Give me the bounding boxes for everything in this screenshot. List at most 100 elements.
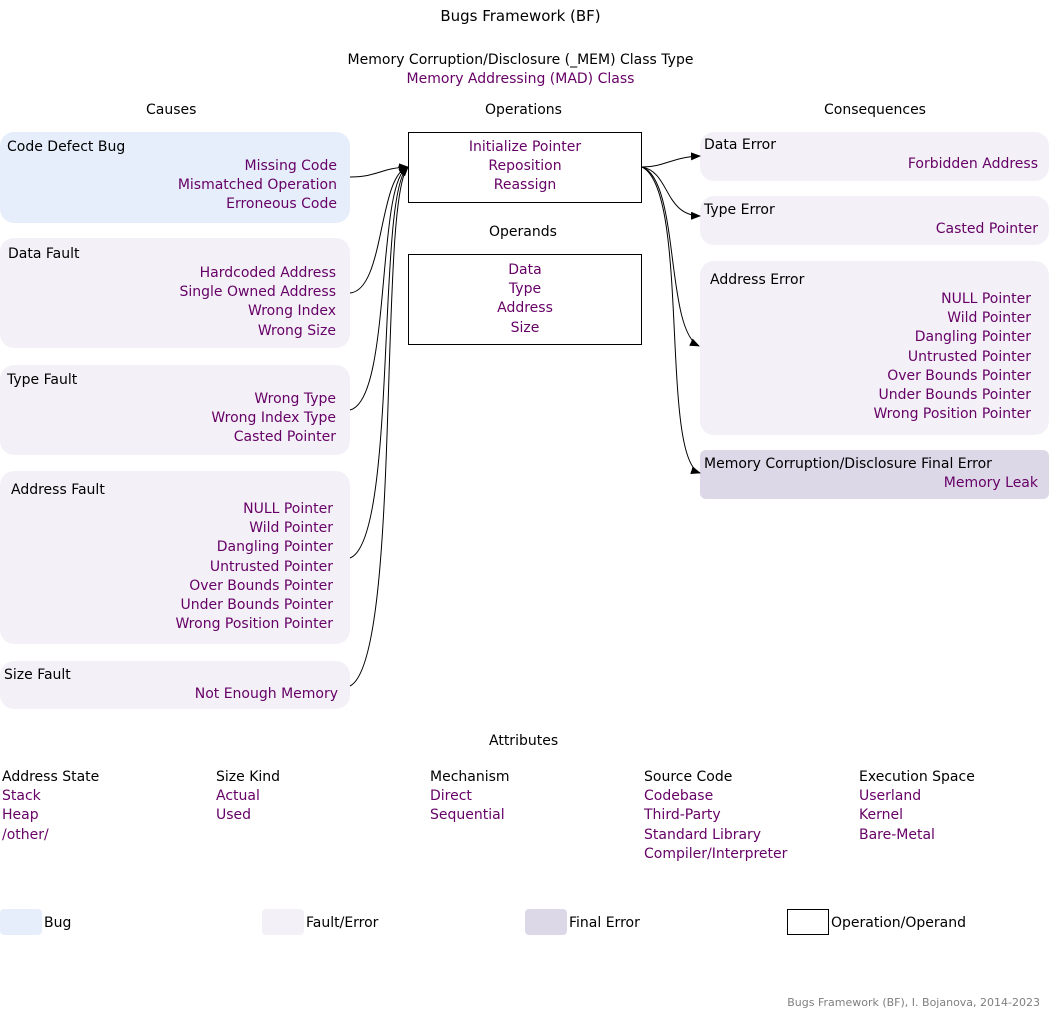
cause-type-fault: Type Fault Wrong Type Wrong Index Type C…	[0, 365, 350, 455]
operand-item: Address	[497, 300, 553, 317]
cause-title: Type Fault	[7, 372, 78, 388]
consequence-item: Over Bounds Pointer	[887, 367, 1031, 384]
cause-item: Missing Code	[244, 158, 338, 174]
arrow-to-type-error	[641, 166, 701, 220]
consequence-item: Wild Pointer	[947, 310, 1031, 327]
cause-item: Mismatched Operation	[177, 177, 337, 194]
causes-header: Causes	[146, 102, 197, 118]
cause-title: Size Fault	[4, 667, 71, 683]
cause-size-fault: Size Fault Not Enough Memory	[0, 661, 350, 709]
cause-items: Missing Code Mismatched Operation Errone…	[178, 157, 337, 215]
arrow-to-address-error	[641, 166, 700, 347]
attribute-value: Direct	[430, 788, 472, 805]
attribute-name: Address State	[2, 769, 100, 785]
consequence-items: NULL Pointer Wild Pointer Dangling Point…	[873, 290, 1031, 424]
cause-item: Over Bounds Pointer	[189, 577, 333, 594]
cause-item: Erroneous Code	[226, 196, 337, 213]
cause-item: Not Enough Memory	[194, 686, 338, 702]
attribute-value: Codebase	[644, 788, 714, 805]
attributes-header: Attributes	[489, 733, 559, 749]
consequence-final-error: Memory Corruption/Disclosure Final Error…	[700, 450, 1049, 499]
consequence-title: Address Error	[710, 272, 805, 288]
cause-item: Wrong Size	[257, 322, 336, 339]
class-name-label: Memory Addressing (MAD) Class	[406, 71, 635, 87]
consequence-type-error: Type Error Casted Pointer	[700, 196, 1049, 245]
attribute-value: Third-Party	[644, 807, 721, 824]
attribute-value: Heap	[2, 807, 39, 824]
operation-item: Reassign	[493, 177, 557, 194]
cause-title: Code Defect Bug	[7, 139, 126, 155]
consequence-item: Untrusted Pointer	[907, 348, 1031, 365]
attribute-value: Sequential	[430, 807, 505, 824]
consequence-item: NULL Pointer	[941, 291, 1031, 307]
cause-item: Casted Pointer	[233, 429, 336, 446]
operations-header: Operations	[485, 102, 562, 118]
attribute-value: Kernel	[859, 807, 903, 824]
attribute-value: Compiler/Interpreter	[644, 845, 788, 862]
cause-items: Not Enough Memory	[195, 685, 338, 704]
consequence-item: Memory Leak	[943, 475, 1038, 491]
attribute-name: Mechanism	[430, 769, 510, 785]
cause-data-fault: Data Fault Hardcoded Address Single Owne…	[0, 238, 350, 348]
consequence-item: Under Bounds Pointer	[878, 387, 1031, 404]
diagram-title: Bugs Framework (BF)	[440, 7, 601, 25]
consequence-item: Forbidden Address	[907, 156, 1038, 172]
legend-swatch-bug	[0, 909, 42, 935]
attribute-value: Standard Library	[644, 826, 762, 843]
attribute-name: Size Kind	[216, 769, 281, 785]
consequence-items: Forbidden Address	[908, 155, 1038, 174]
arrow-from-address-fault	[349, 166, 409, 559]
consequence-title: Memory Corruption/Disclosure Final Error	[704, 456, 992, 472]
attribute-value: Userland	[859, 788, 922, 805]
consequences-header: Consequences	[824, 102, 926, 118]
legend-label-operation: Operation/Operand	[831, 915, 967, 931]
operand-item: Type	[508, 281, 542, 298]
attribute-mechanism: Mechanism Direct Sequential	[430, 768, 510, 826]
arrow-from-code-defect-bug	[349, 163, 409, 178]
arrow-from-type-fault	[349, 166, 409, 411]
attribute-source-code: Source Code Codebase Third-Party Standar…	[644, 768, 787, 864]
operands-box: Data Type Address Size	[408, 254, 642, 345]
cause-item: Wrong Index Type	[211, 410, 336, 427]
arrow-from-size-fault	[349, 166, 409, 687]
cause-items: Hardcoded Address Single Owned Address W…	[179, 264, 336, 341]
arrow-to-final-error	[641, 166, 701, 474]
cause-code-defect-bug: Code Defect Bug Missing Code Mismatched …	[0, 132, 350, 223]
attribute-size-kind: Size Kind Actual Used	[216, 768, 280, 826]
consequence-item: Dangling Pointer	[914, 329, 1031, 346]
consequence-item: Wrong Position Pointer	[873, 406, 1031, 423]
cause-item: Wild Pointer	[249, 520, 333, 537]
operations-list: Initialize Pointer Reposition Reassign	[409, 138, 641, 196]
cause-item: Wrong Position Pointer	[175, 616, 333, 633]
consequence-data-error: Data Error Forbidden Address	[700, 132, 1049, 181]
cause-item: Untrusted Pointer	[209, 558, 333, 575]
operation-item: Reposition	[488, 158, 562, 175]
attribute-value: Stack	[2, 788, 41, 805]
attribute-value: Bare-Metal	[859, 826, 935, 843]
attribute-address-state: Address State Stack Heap /other/	[2, 768, 99, 845]
legend-swatch-fault	[262, 909, 304, 935]
attribute-execution-space: Execution Space Userland Kernel Bare-Met…	[859, 768, 975, 845]
cause-item: Wrong Type	[254, 391, 336, 407]
attribute-name: Source Code	[644, 769, 733, 785]
footer-credit: Bugs Framework (BF), I. Bojanova, 2014-2…	[787, 996, 1040, 1009]
operand-item: Size	[510, 319, 540, 336]
attribute-name: Execution Space	[859, 769, 975, 785]
attribute-value: Actual	[216, 788, 260, 805]
arrow-to-data-error	[641, 152, 701, 168]
consequence-items: Casted Pointer	[936, 220, 1038, 239]
consequence-item: Casted Pointer	[935, 221, 1038, 237]
cause-item: NULL Pointer	[243, 501, 333, 517]
operands-list: Data Type Address Size	[409, 261, 641, 338]
cause-item: Single Owned Address	[179, 284, 336, 301]
class-type-label: Memory Corruption/Disclosure (_MEM) Clas…	[347, 52, 694, 68]
legend-label-final: Final Error	[569, 915, 640, 931]
legend-swatch-operation	[787, 909, 829, 935]
cause-title: Address Fault	[11, 482, 105, 498]
operation-item: Initialize Pointer	[468, 139, 582, 155]
operand-item: Data	[508, 262, 542, 278]
cause-items: NULL Pointer Wild Pointer Dangling Point…	[175, 500, 333, 634]
attribute-value: Used	[216, 807, 252, 824]
cause-title: Data Fault	[8, 246, 80, 262]
